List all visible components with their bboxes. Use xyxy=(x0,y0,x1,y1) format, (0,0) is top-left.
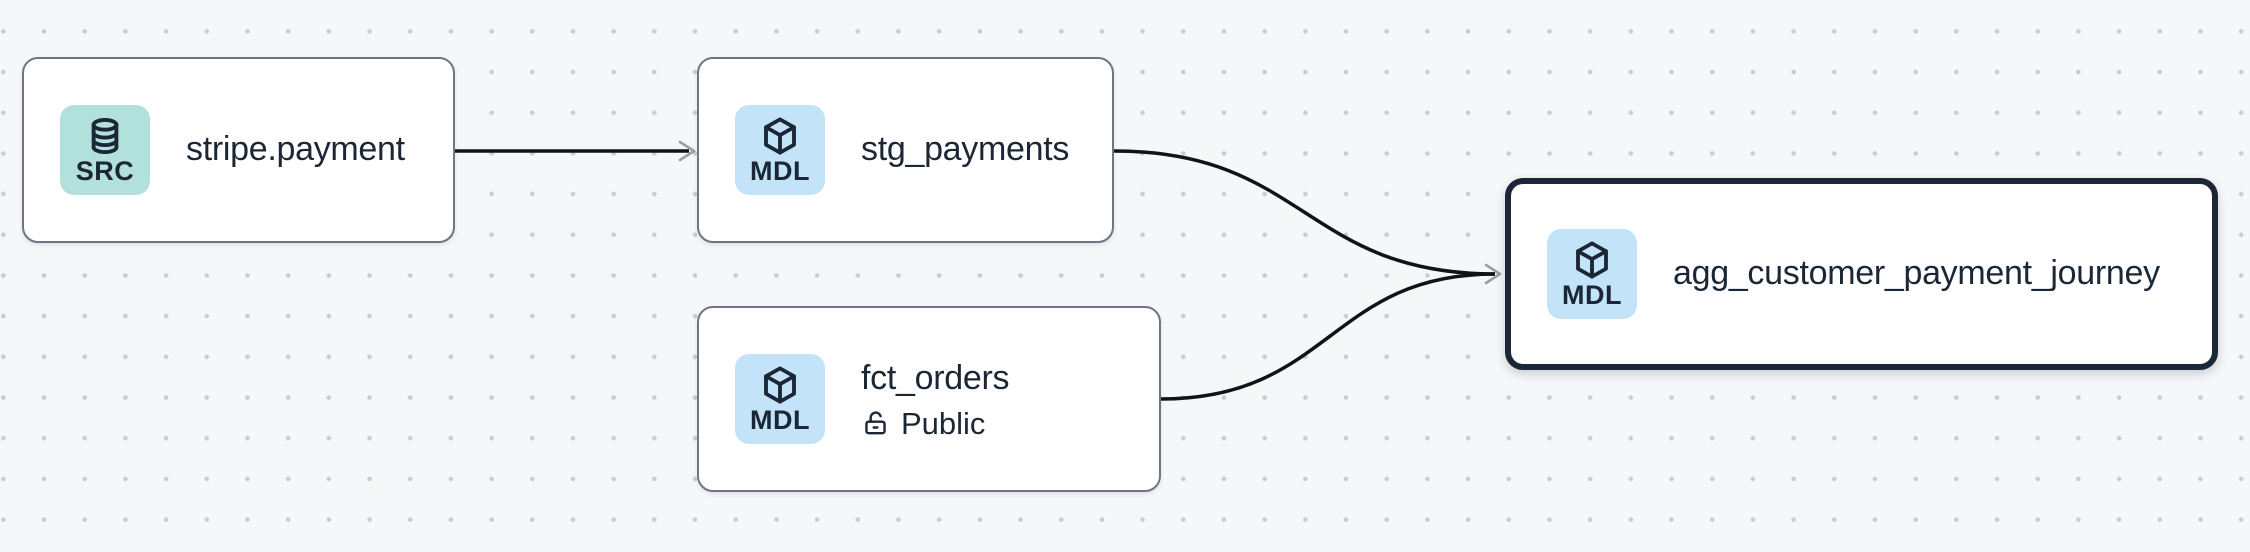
cube-icon xyxy=(764,366,796,404)
node-label: stg_payments xyxy=(861,130,1070,169)
model-type-badge: MDL xyxy=(735,105,825,195)
database-icon xyxy=(91,117,119,154)
cube-icon xyxy=(764,117,796,155)
model-type-badge: MDL xyxy=(1547,229,1637,319)
source-type-badge: SRC xyxy=(60,105,150,195)
badge-label: MDL xyxy=(750,156,810,186)
access-label: Public xyxy=(901,405,986,441)
node-agg-customer-payment-journey[interactable]: MDL agg_customer_payment_journey xyxy=(1505,178,2218,370)
node-label: stripe.payment xyxy=(186,130,405,169)
arrowhead-icon xyxy=(1484,263,1502,285)
node-label: fct_orders xyxy=(861,359,1010,398)
edge-fct-orders-to-agg xyxy=(1160,272,1496,401)
unlock-icon xyxy=(865,411,886,434)
node-fct-orders[interactable]: MDL fct_orders Public xyxy=(697,306,1161,492)
badge-label: MDL xyxy=(750,405,810,435)
node-stripe-payment[interactable]: SRC stripe.payment xyxy=(22,57,455,243)
edge-stg-payments-to-agg xyxy=(1113,149,1496,276)
node-stg-payments[interactable]: MDL stg_payments xyxy=(697,57,1114,243)
node-label: agg_customer_payment_journey xyxy=(1673,254,2160,293)
model-type-badge: MDL xyxy=(735,354,825,444)
cube-icon xyxy=(1576,241,1608,279)
access-meta: Public xyxy=(861,408,1009,439)
badge-label: MDL xyxy=(1562,280,1622,310)
arrowhead-icon xyxy=(678,140,696,162)
badge-label: SRC xyxy=(75,156,135,186)
